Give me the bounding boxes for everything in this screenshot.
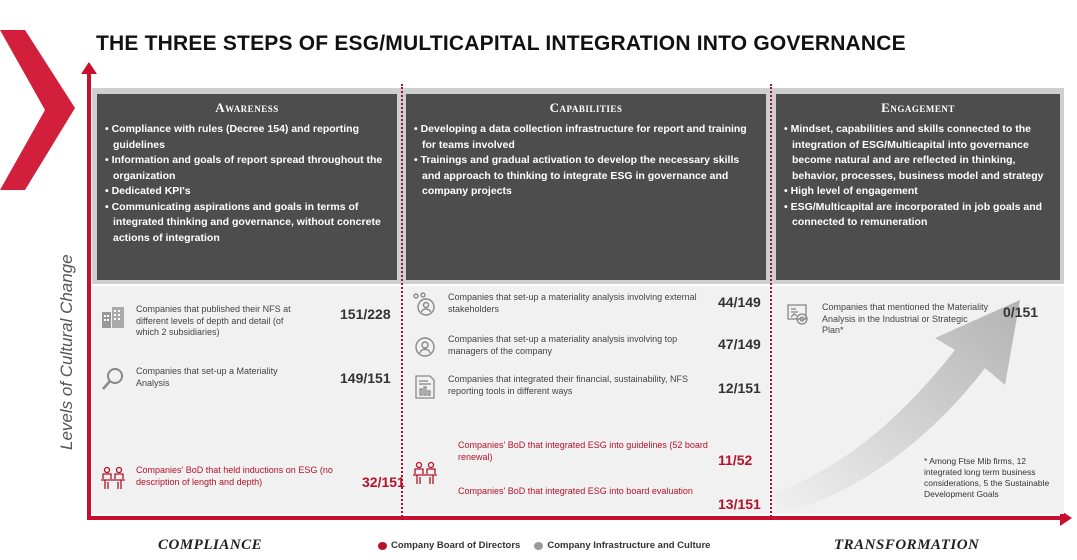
legend-grey-dot-icon [534, 541, 544, 550]
x-axis-arrowhead [1060, 510, 1072, 526]
report-chart-icon [415, 375, 435, 399]
capabilities-item: Companies that set-up a materiality anal… [412, 334, 702, 360]
capabilities-bullet: Trainings and gradual activation to deve… [414, 153, 758, 200]
item-text: Companies that integrated their financia… [448, 374, 688, 396]
item-value: 13/151 [718, 496, 761, 512]
transformation-label: TRANSFORMATION [834, 537, 980, 553]
board-meeting-icon [101, 466, 125, 489]
building-icon [102, 307, 124, 328]
engagement-bullet: ESG/Multicapital are incorporated in job… [784, 200, 1052, 231]
item-value: 149/151 [340, 370, 391, 386]
capabilities-item: Companies that integrated their financia… [412, 374, 702, 400]
capabilities-heading: Capabilities [549, 100, 623, 115]
legend-label: Company Infrastructure and Culture [547, 540, 711, 551]
awareness-heading: Awareness [215, 100, 279, 115]
legend-label: Company Board of Directors [391, 540, 521, 551]
item-value: 0/151 [1003, 304, 1039, 320]
item-value: 12/151 [718, 380, 761, 396]
legend: Company Board of Directors Company Infra… [378, 540, 710, 551]
magnifier-icon [102, 368, 123, 390]
chevron-arrow-icon [0, 30, 75, 190]
item-text: Companies' BoD that integrated ESG into … [458, 486, 693, 496]
awareness-item: Companies that set-up a Materiality Anal… [100, 366, 300, 392]
compliance-label: COMPLIANCE [158, 537, 263, 553]
strategy-gear-icon [787, 304, 808, 325]
engagement-bullet: High level of engagement [784, 184, 1052, 200]
board-meeting-icon [413, 461, 437, 484]
step-divider [401, 84, 403, 520]
people-search-icon [413, 292, 435, 316]
awareness-box: Awareness Compliance with rules (Decree … [97, 94, 397, 280]
item-text: Companies that set-up a Materiality Anal… [136, 366, 278, 388]
step-divider [770, 84, 772, 520]
engagement-heading: Engagement [881, 100, 955, 115]
item-value: 47/149 [718, 336, 761, 352]
capabilities-item: Companies that set-up a materiality anal… [412, 292, 702, 318]
capabilities-box: Capabilities Developing a data collectio… [406, 94, 766, 280]
item-text: Companies' BoD that held inductions on E… [136, 465, 333, 487]
item-text: Companies' BoD that integrated ESG into … [458, 440, 708, 462]
footnote: * Among Ftse Mib firms, 12 integrated lo… [924, 456, 1050, 499]
item-value: 11/52 [718, 452, 753, 468]
y-axis-arrowhead [81, 62, 97, 74]
item-value: 151/228 [340, 306, 391, 322]
awareness-item: Companies that published their NFS at di… [100, 304, 300, 339]
y-axis-line [87, 70, 91, 520]
awareness-bullet: Compliance with rules (Decree 154) and r… [105, 122, 389, 153]
awareness-bullet: Information and goals of report spread t… [105, 153, 389, 184]
manager-search-icon [415, 337, 435, 357]
engagement-box: Engagement Mindset, capabilities and ski… [776, 94, 1060, 280]
awareness-item: Companies' BoD that held inductions on E… [100, 465, 355, 491]
legend-red-dot-icon [378, 541, 387, 550]
x-axis-line [87, 516, 1061, 520]
item-value: 32/151 [362, 474, 405, 490]
item-text: Companies that mentioned the Materiality… [822, 302, 989, 335]
page-title: THE THREE STEPS OF ESG/MULTICAPITAL INTE… [96, 32, 906, 55]
item-text: Companies that set-up a materiality anal… [448, 292, 697, 314]
engagement-bullet: Mindset, capabilities and skills connect… [784, 122, 1052, 184]
capabilities-bullet: Developing a data collection infrastruct… [414, 122, 758, 153]
awareness-bullet: Communicating aspirations and goals in t… [105, 200, 389, 247]
item-text: Companies that set-up a materiality anal… [448, 334, 678, 356]
engagement-item: Companies that mentioned the Materiality… [786, 302, 991, 337]
metrics-panel [92, 286, 1064, 514]
awareness-bullet: Dedicated KPI's [105, 184, 389, 200]
item-text: Companies that published their NFS at di… [136, 304, 291, 337]
item-value: 44/149 [718, 294, 761, 310]
